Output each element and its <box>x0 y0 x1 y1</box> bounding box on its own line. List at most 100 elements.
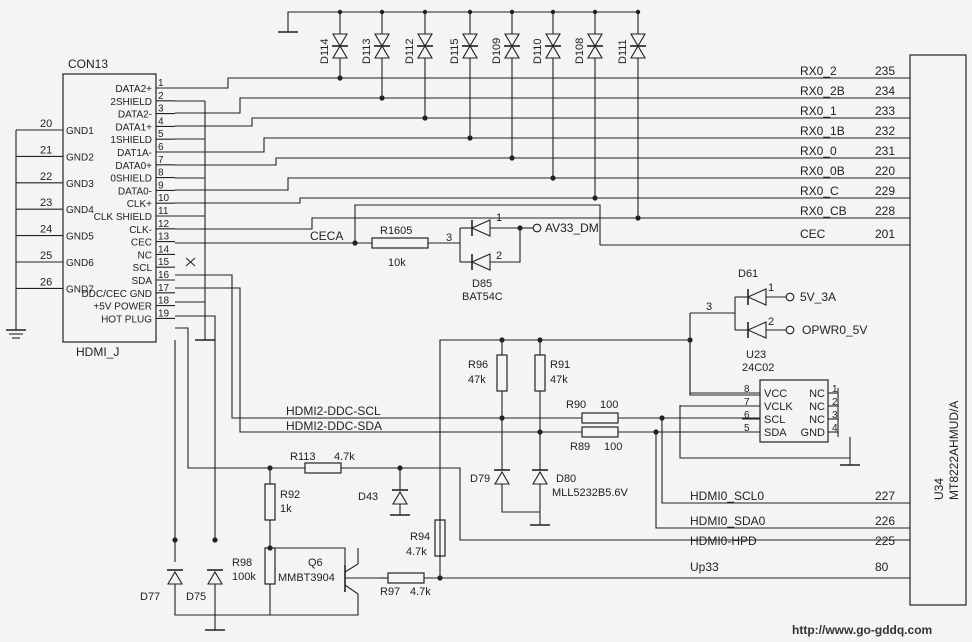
r94-resistor <box>434 519 446 557</box>
connector-pin-name: DATA1+ <box>115 122 152 133</box>
lower-signal-pin: 227 <box>875 489 895 503</box>
signal-name: RX0_2B <box>800 84 845 98</box>
r90-value: 100 <box>600 399 618 411</box>
connector-gnd-name: GND6 <box>66 258 94 269</box>
connector-pin-name: CEC <box>131 238 152 249</box>
r98-ref: R98 <box>232 557 252 569</box>
d61-pin1: 1 <box>768 282 774 294</box>
connector-pin-number: 3 <box>158 104 164 115</box>
r90-ref: R90 <box>566 399 586 411</box>
eeprom-right-pin-name: NC <box>809 401 825 413</box>
signal-name: RX0_0 <box>800 144 837 158</box>
d61-ref: D61 <box>738 268 758 280</box>
eeprom-left-pin-number: 7 <box>744 397 750 408</box>
r92-value: 1k <box>280 503 292 515</box>
connector-gnd-number: 26 <box>40 276 52 288</box>
tvs-diode-label: D108 <box>574 38 586 64</box>
connector-gnd-name: GND4 <box>66 205 94 216</box>
connector-pin-name: 1SHIELD <box>110 135 152 146</box>
eeprom-right-pin-name: NC <box>809 388 825 400</box>
eeprom-right-pin-number: 4 <box>832 423 838 434</box>
connector-pin-name: DATA2+ <box>115 84 152 95</box>
connector-pin-number: 11 <box>158 206 169 217</box>
tvs-diode-label: D114 <box>319 39 331 64</box>
signal-name: RX0_CB <box>800 204 847 218</box>
eeprom-left-pin-number: 5 <box>744 423 750 434</box>
d80-ref: D80 <box>556 473 576 485</box>
tvs-diode-label: D110 <box>532 39 544 64</box>
connector-gnd-number: 21 <box>40 144 52 156</box>
d43-ref: D43 <box>358 491 378 503</box>
signal-pin: 233 <box>875 104 895 118</box>
r92-resistor <box>264 483 276 521</box>
lower-signal-pin: 80 <box>875 560 889 574</box>
connector-gnd-name: GND1 <box>66 126 94 137</box>
eeprom-left-pin-name: SCL <box>764 414 785 426</box>
signal-name: CEC <box>800 227 826 241</box>
signal-pin: 235 <box>875 64 895 78</box>
connector-pin-name: HOT PLUG <box>101 314 152 325</box>
cec-net-label: CECA <box>310 229 343 243</box>
d85-pin1: 1 <box>496 212 502 224</box>
connector-pin-name: DDC/CEC GND <box>81 289 152 300</box>
connector-pin-name: CLK- <box>129 225 152 236</box>
d85-ref: D85 <box>472 278 492 290</box>
r98-value: 100k <box>232 571 256 583</box>
signal-pin: 228 <box>875 204 895 218</box>
d61-pin2: 2 <box>768 316 774 328</box>
eeprom-right-pin-name: NC <box>809 414 825 426</box>
q6-ref: Q6 <box>308 557 323 569</box>
connector-pin-number: 14 <box>158 244 170 255</box>
lower-signal-name: Up33 <box>690 560 719 574</box>
misc-connector-wiring <box>175 257 215 341</box>
signal-name: RX0_C <box>800 184 839 198</box>
d85-value: BAT54C <box>462 291 503 303</box>
connector-body <box>62 73 157 343</box>
signal-pin: 201 <box>875 227 895 241</box>
connector-pin-number: 4 <box>158 116 164 127</box>
connector-pin-name: 2SHIELD <box>110 97 152 108</box>
r90-resistor <box>581 412 619 424</box>
ddc-section: HDMI2-DDC-SCL HDMI2-DDC-SDA R96 47k R91 … <box>175 274 910 580</box>
connector-gnd-name: GND2 <box>66 152 94 163</box>
d61-power-diode: 3 1 2 D61 5V_3A OPWR0_5V <box>689 268 867 396</box>
lower-signal-name: HDMI0-HPD <box>690 534 757 548</box>
watermark: http://www.go-gddq.com <box>792 623 932 637</box>
connector-pin-name: DATA0- <box>118 186 152 197</box>
r1605-ref: R1605 <box>380 225 412 237</box>
connector-gnd-name: GND7 <box>66 284 94 295</box>
tvs-diode-label: D113 <box>361 39 373 64</box>
connector-pin-number: 18 <box>158 296 170 307</box>
connector-pin-name: CLK+ <box>127 199 152 210</box>
eeprom-left-pin-number: 6 <box>744 410 750 421</box>
connector-pin-name: SCL <box>133 263 153 274</box>
connector-pin-name: 0SHIELD <box>110 174 152 185</box>
connector-pin-name: DAT1A- <box>117 148 152 159</box>
r91-value: 47k <box>550 374 568 386</box>
connector-pin-number: 12 <box>158 219 170 230</box>
connector-pin-name: DATA0+ <box>115 161 152 172</box>
r113-ref: R113 <box>290 451 315 463</box>
signal-pin: 234 <box>875 84 895 98</box>
connector-pin-number: 15 <box>158 257 170 268</box>
connector-pin-name: CLK SHIELD <box>94 212 152 223</box>
connector-gnd-number: 25 <box>40 250 52 262</box>
r92-ref: R92 <box>280 489 300 501</box>
main-ic-body <box>909 54 967 606</box>
r96-ref: R96 <box>468 359 488 371</box>
r91-resistor <box>534 354 546 392</box>
connector-pin-number: 9 <box>158 180 164 191</box>
lower-signal-name: HDMI0_SCL0 <box>690 489 764 503</box>
connector-gnd-name: GND5 <box>66 232 94 243</box>
connector-pin-number: 13 <box>158 232 170 243</box>
r89-value: 100 <box>604 441 622 453</box>
connector-pin-number: 8 <box>158 168 164 179</box>
r96-value: 47k <box>468 374 486 386</box>
r1605-resistor <box>371 237 429 249</box>
d61-pin3: 3 <box>706 301 712 313</box>
eeprom-ref: U23 <box>746 349 766 361</box>
